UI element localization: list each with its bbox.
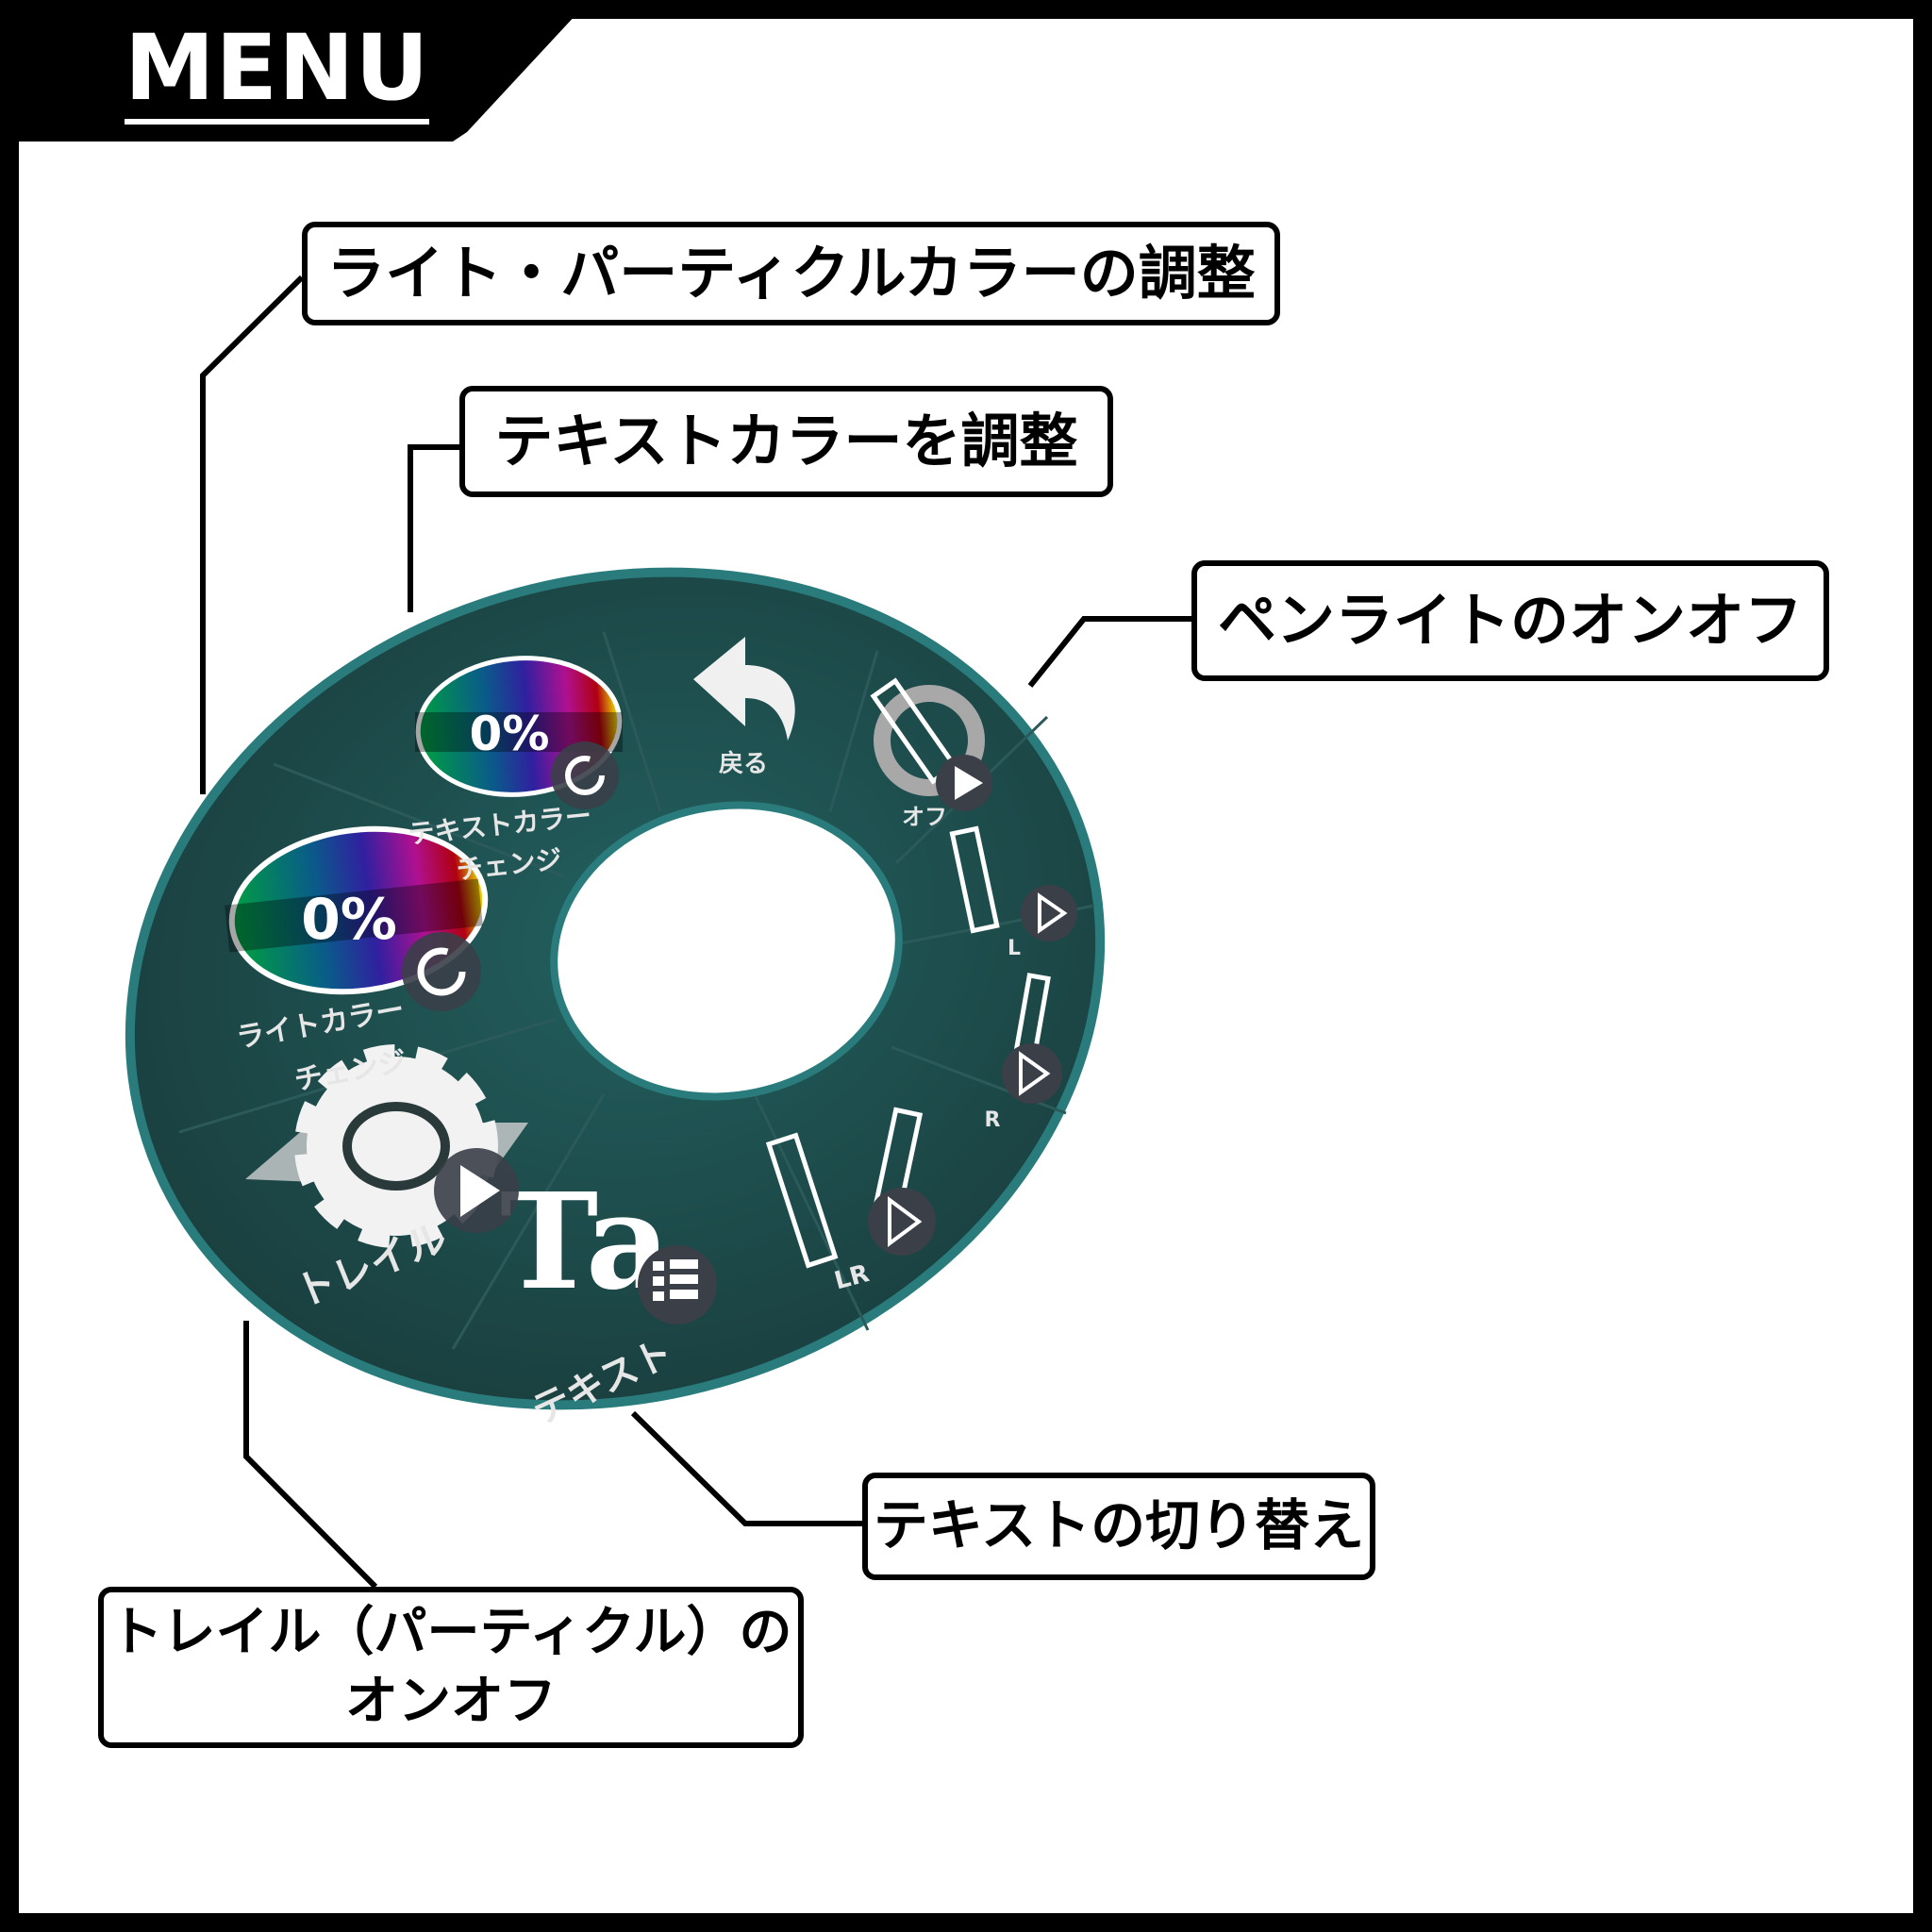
text-switch-button[interactable]: Ta テキスト: [500, 1165, 717, 1434]
play-icon: [955, 766, 983, 800]
back-arrow-icon: [693, 637, 795, 741]
back-label: 戻る: [719, 750, 768, 778]
left-label: L: [1008, 937, 1021, 960]
radial-menu: 戻る オフ L R LR Ta: [125, 567, 1106, 1434]
penlight-off-button[interactable]: オフ: [870, 677, 992, 830]
menu-title: MENU: [125, 21, 430, 125]
connector-text-color: [408, 444, 459, 612]
connector-text-switch: [630, 1410, 862, 1526]
play-icon: [888, 1196, 923, 1247]
callout-trail-toggle: トレイル（パーティクル）の オンオフ: [98, 1587, 804, 1748]
trail-toggle-button[interactable]: トレイル: [245, 1044, 528, 1316]
callout-text: ライト・パーティクルカラーの調整: [326, 238, 1256, 308]
connector-penlight: [1027, 616, 1191, 688]
percent-band: [225, 878, 483, 953]
refresh-icon: [417, 947, 466, 996]
callout-text-line2: オンオフ: [345, 1670, 557, 1732]
penlight-icon: [949, 825, 1000, 934]
list-icon: [653, 1259, 698, 1301]
refresh-icon: [565, 756, 605, 795]
play-badge: [868, 1188, 936, 1256]
light-color-change-button[interactable]: 0% ライトカラー チェンジ: [221, 813, 495, 1097]
off-label: オフ: [902, 804, 947, 830]
play-badge: [1021, 885, 1077, 941]
callout-text-switch: テキストの切り替え: [862, 1473, 1375, 1580]
refresh-cycle-icon: [874, 685, 985, 796]
penlight-left-icon: [765, 1132, 839, 1269]
trail-ring-icon: [342, 1102, 450, 1191]
light-color-percent: 0%: [301, 887, 397, 953]
callout-text: テキストカラーを調整: [494, 406, 1078, 475]
back-button[interactable]: 戻る: [693, 637, 795, 778]
play-icon: [1038, 892, 1068, 934]
refresh-badge: [402, 932, 481, 1011]
right-label: R: [985, 1108, 1001, 1132]
penlight-right-button[interactable]: R: [985, 973, 1062, 1132]
penlight-left-button[interactable]: L: [949, 825, 1077, 960]
list-badge: [638, 1245, 717, 1324]
callout-light-particle-color: ライト・パーティクルカラーの調整: [302, 222, 1280, 325]
callout-text: ペンライトのオンオフ: [1217, 585, 1803, 655]
segment-dividers: [178, 631, 1095, 1350]
connector-lines: [200, 275, 1191, 1590]
callout-penlight-toggle: ペンライトのオンオフ: [1191, 560, 1829, 681]
callout-text-color: テキストカラーを調整: [459, 386, 1113, 497]
callout-text-line1: トレイル（パーティクル）の: [109, 1601, 792, 1663]
text-color-percent: 0%: [470, 707, 550, 761]
callout-text: テキストの切り替え: [873, 1493, 1365, 1558]
header-banner: [0, 0, 590, 142]
connector-trail: [243, 1321, 378, 1590]
play-icon: [460, 1165, 500, 1217]
refresh-badge: [551, 741, 619, 809]
connector-light-color: [200, 275, 305, 794]
play-icon: [1019, 1051, 1051, 1096]
wheel-center-hole: [550, 801, 903, 1101]
play-badge: [1002, 1043, 1062, 1104]
